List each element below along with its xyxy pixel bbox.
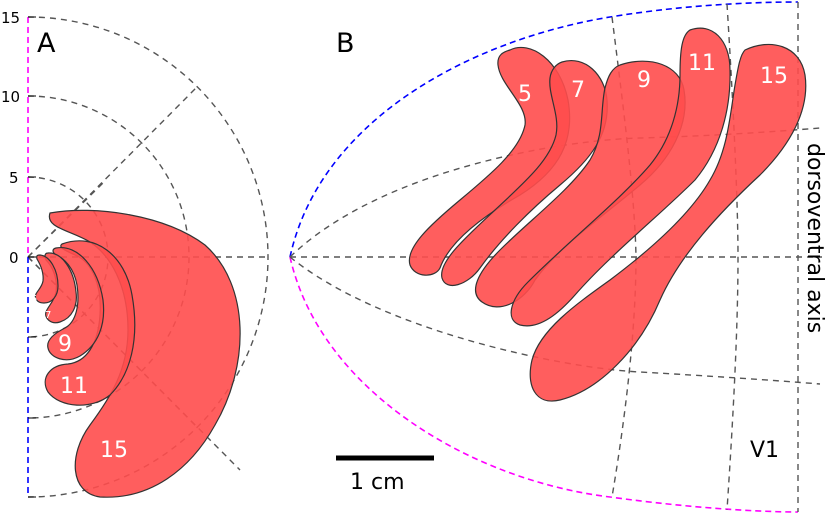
- panel-b-zone-label-11: 11: [688, 51, 716, 76]
- panel-a-zone-label-9: 9: [58, 332, 72, 357]
- panel-a-label: A: [37, 28, 56, 59]
- panel-a-tick-label-0: 0: [9, 249, 19, 267]
- panel-b-zone-label-5: 5: [518, 82, 532, 107]
- panel-b-zone-15: [529, 43, 807, 402]
- panel-a-tick-label-5: 5: [9, 169, 19, 187]
- panel-a: 15 10 5 0 5 7 9 11 15 A: [1, 9, 269, 498]
- panel-b-lower-boundary: [289, 256, 799, 513]
- scale-bar-label: 1 cm: [350, 470, 405, 495]
- panel-b-iso-polar-lower: [289, 256, 821, 385]
- panel-a-zone-label-11: 11: [60, 374, 88, 399]
- panel-b-zone-label-15: 15: [760, 64, 788, 89]
- panel-a-ring-10: [27, 95, 190, 419]
- panel-b-zone-11: [510, 27, 731, 327]
- panel-b-zone-label-9: 9: [637, 68, 651, 93]
- panel-b-area-label: V1: [750, 438, 779, 463]
- panel-a-ray-upper-1: [27, 87, 197, 258]
- panel-b-upper-boundary: [289, 1, 799, 258]
- panel-a-tick-label-15: 15: [1, 9, 20, 27]
- panel-b-iso-ecc-2: [726, 3, 739, 511]
- panel-b: 5 7 9 11 15 B V1 dorsoventral axis: [289, 1, 827, 513]
- panel-a-ray-upper-2: [27, 181, 105, 258]
- panel-a-zone-label-7: 7: [45, 310, 51, 321]
- panel-b-axis-label: dorsoventral axis: [802, 143, 827, 333]
- panel-a-zone-label-5: 5: [31, 294, 37, 305]
- panel-b-zone-label-7: 7: [571, 78, 585, 103]
- scale-bar: 1 cm: [336, 455, 434, 495]
- panel-a-zone-5: [34, 254, 59, 304]
- panel-a-zone-label-15: 15: [100, 438, 128, 463]
- panel-b-label: B: [336, 28, 355, 59]
- panel-a-ring-15: [27, 16, 269, 498]
- panel-a-tick-label-10: 10: [1, 88, 20, 106]
